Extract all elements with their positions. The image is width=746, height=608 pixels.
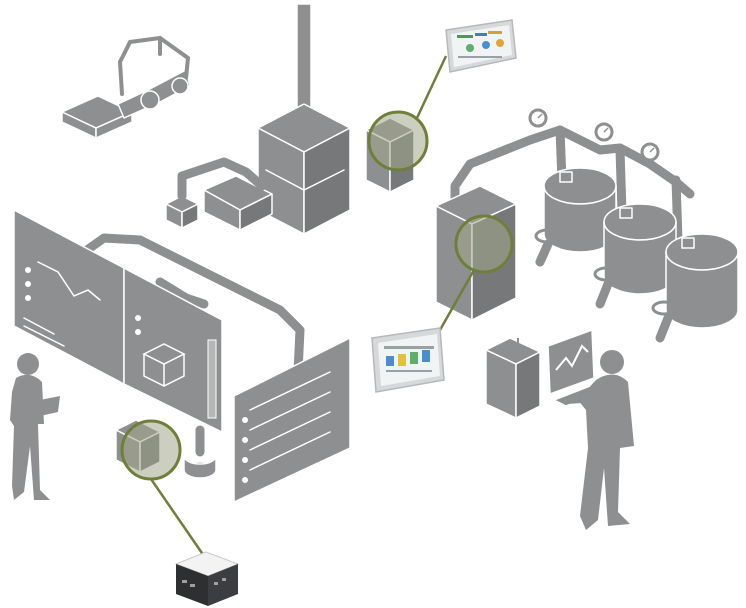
panel-pc-icon <box>371 327 445 393</box>
highlight-circle-large-cabinet <box>454 214 514 274</box>
person-at-workstation-icon <box>566 350 634 530</box>
storage-tank-icon <box>450 125 739 343</box>
person-with-tablet-icon <box>10 353 60 500</box>
connector-line-device <box>149 478 206 557</box>
connector-line-large-cabinet <box>438 269 476 331</box>
highlight-circle-cabinet <box>367 110 429 172</box>
pressure-gauge-icon <box>528 108 660 162</box>
box-pc-icon <box>174 551 240 606</box>
panel-pc-icon <box>445 19 517 73</box>
chimney-plant-icon <box>165 3 351 235</box>
valve-wheel-icon <box>534 228 677 316</box>
highlight-circle-device <box>120 419 182 481</box>
dashboard-wall-icon <box>13 209 351 503</box>
forklift-icon <box>61 35 191 139</box>
connector-line-cabinet <box>414 55 448 121</box>
